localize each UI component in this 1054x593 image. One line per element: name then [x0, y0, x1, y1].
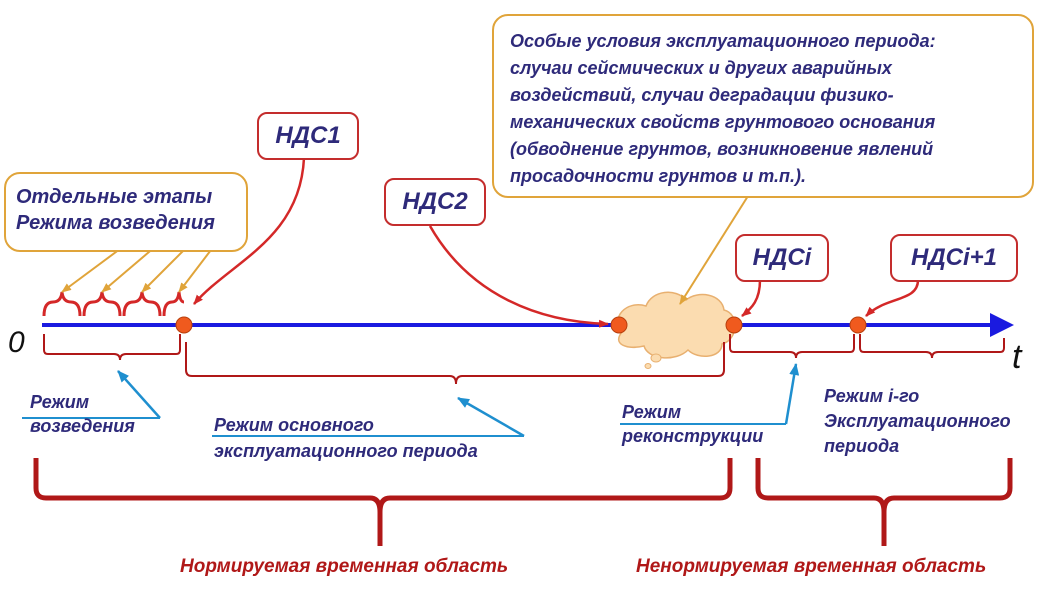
special-conditions-line: случаи сейсмических и других аварийных	[510, 58, 892, 78]
ith-operation-period-brace	[859, 334, 1005, 359]
special-conditions-line: просадочности грунтов и т.п.).	[510, 166, 807, 186]
state-point-ndsi1	[849, 316, 867, 334]
state-point-nds2	[610, 316, 628, 334]
construction-mode-line: возведения	[30, 416, 135, 436]
main-operation-pointer	[457, 396, 525, 438]
main-operation-period-brace	[185, 342, 725, 385]
cloud-puff	[650, 353, 662, 363]
special-conditions-line: (обводнение грунтов, возникновение явлен…	[510, 139, 934, 159]
stage-brace-1	[42, 291, 82, 317]
special-conditions-line: воздействий, случаи деградации физико-	[510, 85, 894, 105]
special-conditions-line: Особые условия эксплуатационного периода…	[510, 31, 936, 51]
stage-arrow	[141, 245, 189, 293]
special-conditions-arrow	[679, 195, 749, 305]
main-operation-mode-label: Режим основного эксплуатационного период…	[214, 412, 478, 464]
construction-stages-note: Отдельные этапы Режима возведения	[4, 172, 248, 252]
ith-operation-mode-line: Режим i-го	[824, 386, 920, 406]
construction-pointer	[117, 370, 161, 419]
cloud-puff	[644, 363, 652, 369]
ndsi1-arrow	[865, 279, 920, 317]
reconstruction-mode-label: Режим реконструкции	[622, 400, 763, 448]
nds1-arrow	[193, 157, 306, 305]
non-normalized-region-label: Ненормируемая временная область	[636, 556, 987, 577]
stages-note-line: Режима возведения	[16, 212, 215, 234]
reconstruction-mode-line: Режим	[622, 402, 682, 422]
reconstruction-pointer	[784, 363, 800, 425]
non-normalized-region-brace	[755, 458, 1013, 546]
ndsi-label: НДСi	[735, 234, 829, 282]
ndsi1-label: НДСi+1	[890, 234, 1018, 282]
construction-mode-label: Режим возведения	[30, 390, 135, 438]
time-axis-arrowhead	[990, 313, 1014, 337]
construction-mode-line: Режим	[30, 392, 90, 412]
normalized-region-brace	[33, 458, 733, 546]
stage-arrow	[178, 245, 215, 293]
ith-operation-mode-line: Эксплуатационного	[824, 411, 1011, 431]
reconstruction-mode-line: реконструкции	[622, 426, 764, 446]
stage-brace-4	[162, 291, 185, 317]
ndsi-arrow	[741, 279, 762, 317]
origin-label: 0	[8, 326, 25, 359]
nds1-label: НДС1	[257, 112, 359, 160]
stage-arrow	[101, 245, 157, 293]
main-operation-mode-line: эксплуатационного периода	[214, 441, 478, 461]
stage-arrow	[61, 245, 125, 293]
ith-operation-mode-label: Режим i-го Эксплуатационного периода	[824, 384, 1011, 459]
nds2-label: НДС2	[384, 178, 486, 226]
state-point-nds1	[175, 316, 193, 334]
special-conditions-line: механических свойств грунтового основани…	[510, 112, 936, 132]
normalized-region-label: Нормируемая временная область	[180, 556, 509, 577]
special-conditions-note: Особые условия эксплуатационного периода…	[492, 14, 1034, 198]
stage-brace-2	[82, 291, 122, 317]
time-axis-label: t	[1012, 338, 1022, 376]
stages-note-line: Отдельные этапы	[16, 186, 213, 208]
main-operation-mode-line: Режим основного	[214, 415, 374, 435]
ith-operation-mode-line: периода	[824, 436, 900, 456]
stage-brace-3	[122, 291, 162, 317]
construction-period-brace	[43, 334, 181, 361]
state-point-ndsi	[725, 316, 743, 334]
reconstruction-period-brace	[729, 334, 855, 359]
nds2-arrow	[428, 225, 609, 328]
special-conditions-cloud	[617, 291, 736, 359]
